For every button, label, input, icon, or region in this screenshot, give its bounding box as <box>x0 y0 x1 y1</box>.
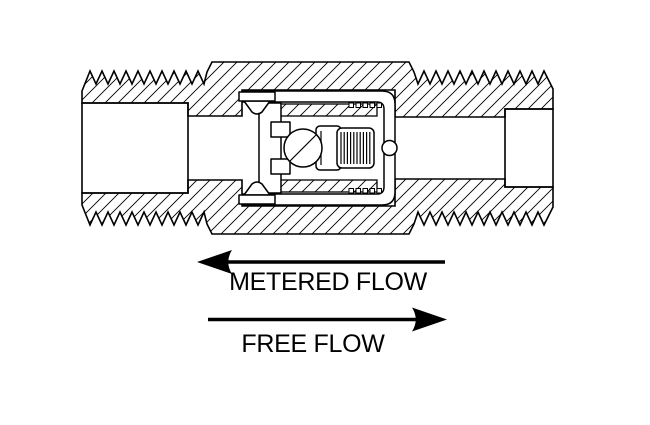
free-flow-arrow <box>208 307 447 332</box>
seat-clip-upper <box>270 121 291 138</box>
arrowhead-left-icon <box>197 250 232 274</box>
bleed-ball <box>381 139 398 157</box>
metered-flow-label: METERED FLOW <box>229 268 427 296</box>
retaining-thread-marks <box>348 102 382 194</box>
upper-seal-gland <box>238 91 276 115</box>
metered-flow-arrow <box>197 250 445 274</box>
spring <box>336 127 375 169</box>
check-ball <box>283 128 323 168</box>
valve-body <box>81 61 554 235</box>
check-cartridge <box>238 90 398 206</box>
free-flow-label: FREE FLOW <box>241 330 385 358</box>
seat-clip-lower <box>270 158 291 175</box>
right-port-bore <box>504 108 554 188</box>
cartridge-cage <box>242 90 396 206</box>
seat-carrier <box>258 102 282 194</box>
left-port-bore <box>81 102 189 194</box>
lower-seal-gland <box>238 181 276 205</box>
arrowhead-right-icon <box>412 307 447 332</box>
